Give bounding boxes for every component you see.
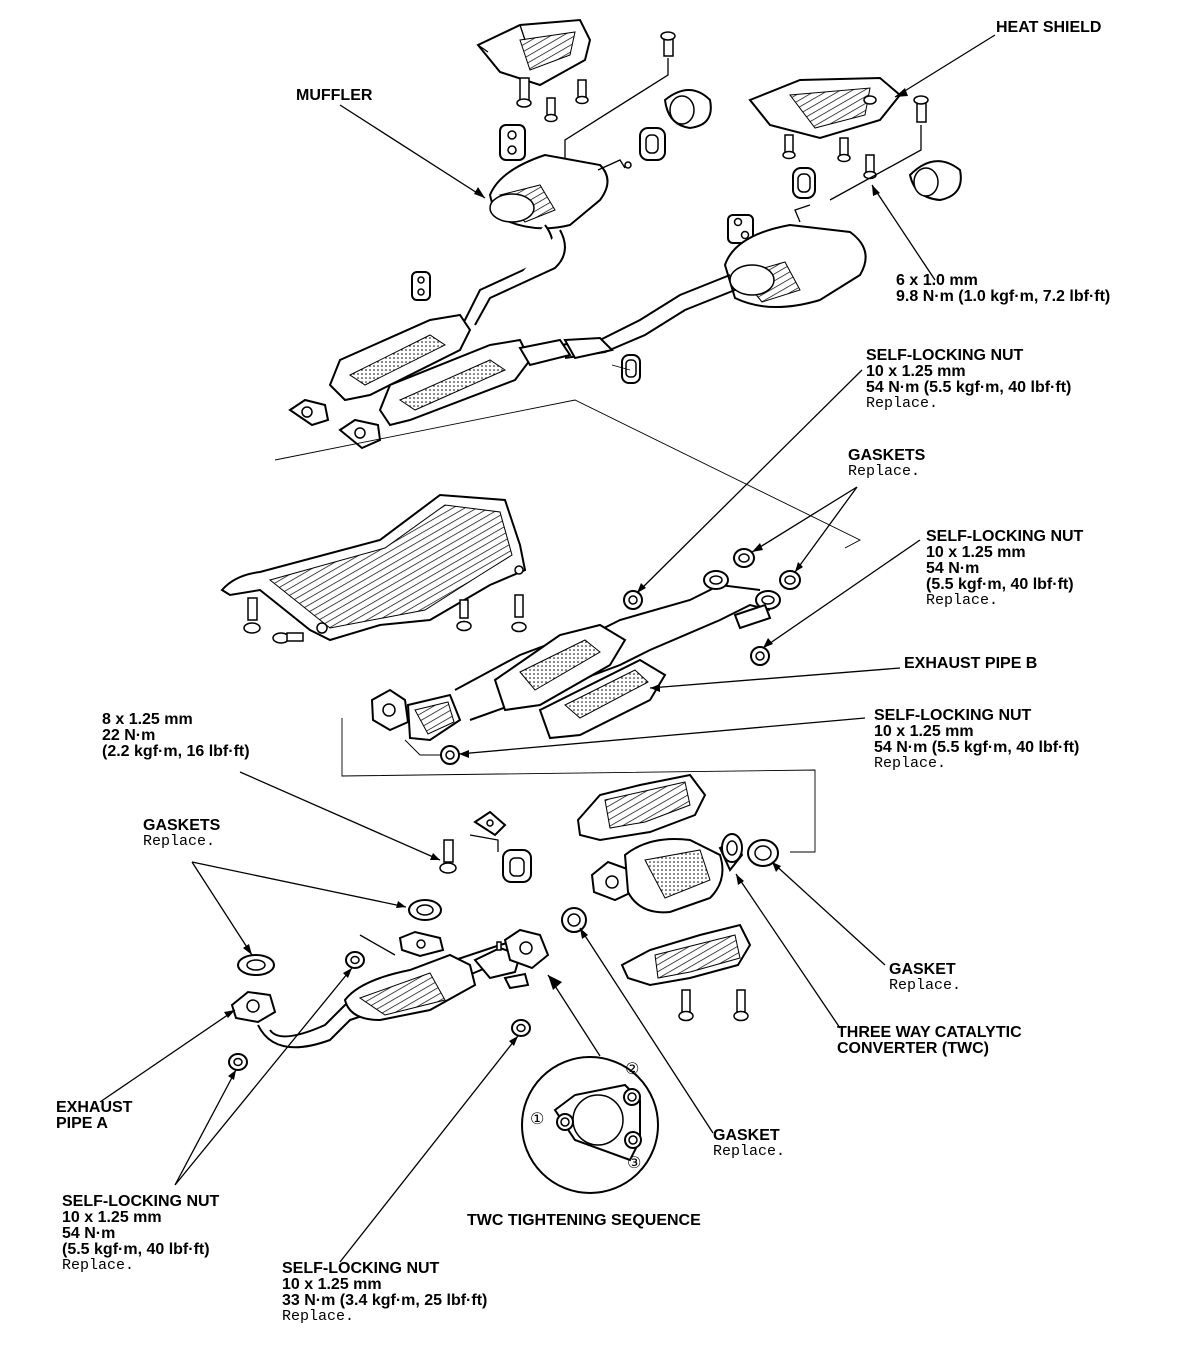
hanger-rubbers-right — [727, 167, 816, 244]
muffler-right — [559, 204, 867, 359]
sequence-number-1: ① — [530, 1111, 545, 1128]
gaskets-twc — [237, 839, 779, 976]
twc-upper-shield — [576, 773, 707, 842]
label-self-locking-nut-bottom-left: SELF-LOCKING NUT 10 x 1.25 mm 54 N·m (5.… — [62, 1193, 220, 1274]
bolt-group-top — [516, 31, 676, 123]
sequence-number-2: ② — [625, 1061, 640, 1078]
label-muffler: MUFFLER — [296, 87, 373, 104]
twc-tightening-sequence-detail — [521, 1056, 659, 1194]
heat-shield-right — [748, 76, 902, 140]
label-twc-tightening-sequence: TWC TIGHTENING SEQUENCE — [467, 1212, 701, 1229]
sequence-number-3: ③ — [627, 1155, 642, 1172]
label-self-locking-nut-mid: SELF-LOCKING NUT 10 x 1.25 mm 54 N·m (5.… — [874, 707, 1080, 772]
twc-lower-shield — [620, 923, 752, 1022]
tail-pipe-finisher-right — [908, 160, 962, 202]
hanger-rubbers-top — [499, 124, 666, 161]
label-self-locking-nut-bottom: SELF-LOCKING NUT 10 x 1.25 mm 33 N·m (3.… — [282, 1260, 488, 1325]
leader-lines — [99, 34, 996, 1263]
gaskets-and-nuts-pipe-b — [440, 548, 801, 765]
bolt-group-main-shield — [243, 594, 527, 644]
label-self-locking-nut-top: SELF-LOCKING NUT 10 x 1.25 mm 54 N·m (5.… — [866, 347, 1072, 412]
bracket-and-bolt — [439, 810, 532, 883]
label-gaskets-top: GASKETS Replace. — [848, 447, 926, 480]
main-heat-shield — [220, 493, 527, 642]
label-three-way-catalytic-converter: THREE WAY CATALYTIC CONVERTER (TWC) — [837, 1024, 1022, 1057]
upper-resonators — [288, 271, 641, 450]
label-gaskets-left: GASKETS Replace. — [143, 817, 221, 850]
label-gasket-center: GASKET Replace. — [713, 1127, 786, 1160]
label-exhaust-pipe-a: EXHAUST PIPE A — [56, 1099, 133, 1132]
label-bolt-8x125: 8 x 1.25 mm 22 N·m (2.2 kgf·m, 16 lbf·ft… — [102, 711, 250, 760]
exhaust-pipe-a — [230, 928, 550, 1049]
label-exhaust-pipe-b: EXHAUST PIPE B — [904, 655, 1038, 672]
nuts-pipe-a — [228, 951, 531, 1071]
label-heat-shield: HEAT SHIELD — [996, 19, 1102, 36]
label-bolt-6x1: 6 x 1.0 mm 9.8 N·m (1.0 kgf·m, 7.2 lbf·f… — [896, 272, 1111, 305]
tail-pipe-finisher-left — [663, 89, 712, 130]
bolt-group-right-top — [782, 95, 929, 180]
three-way-catalytic-converter — [590, 833, 744, 914]
label-self-locking-nut-right: SELF-LOCKING NUT 10 x 1.25 mm 54 N·m (5.… — [926, 528, 1084, 609]
label-gasket-right: GASKET Replace. — [889, 961, 962, 994]
small-heat-shield-left — [476, 18, 592, 87]
muffler-left — [449, 153, 632, 331]
